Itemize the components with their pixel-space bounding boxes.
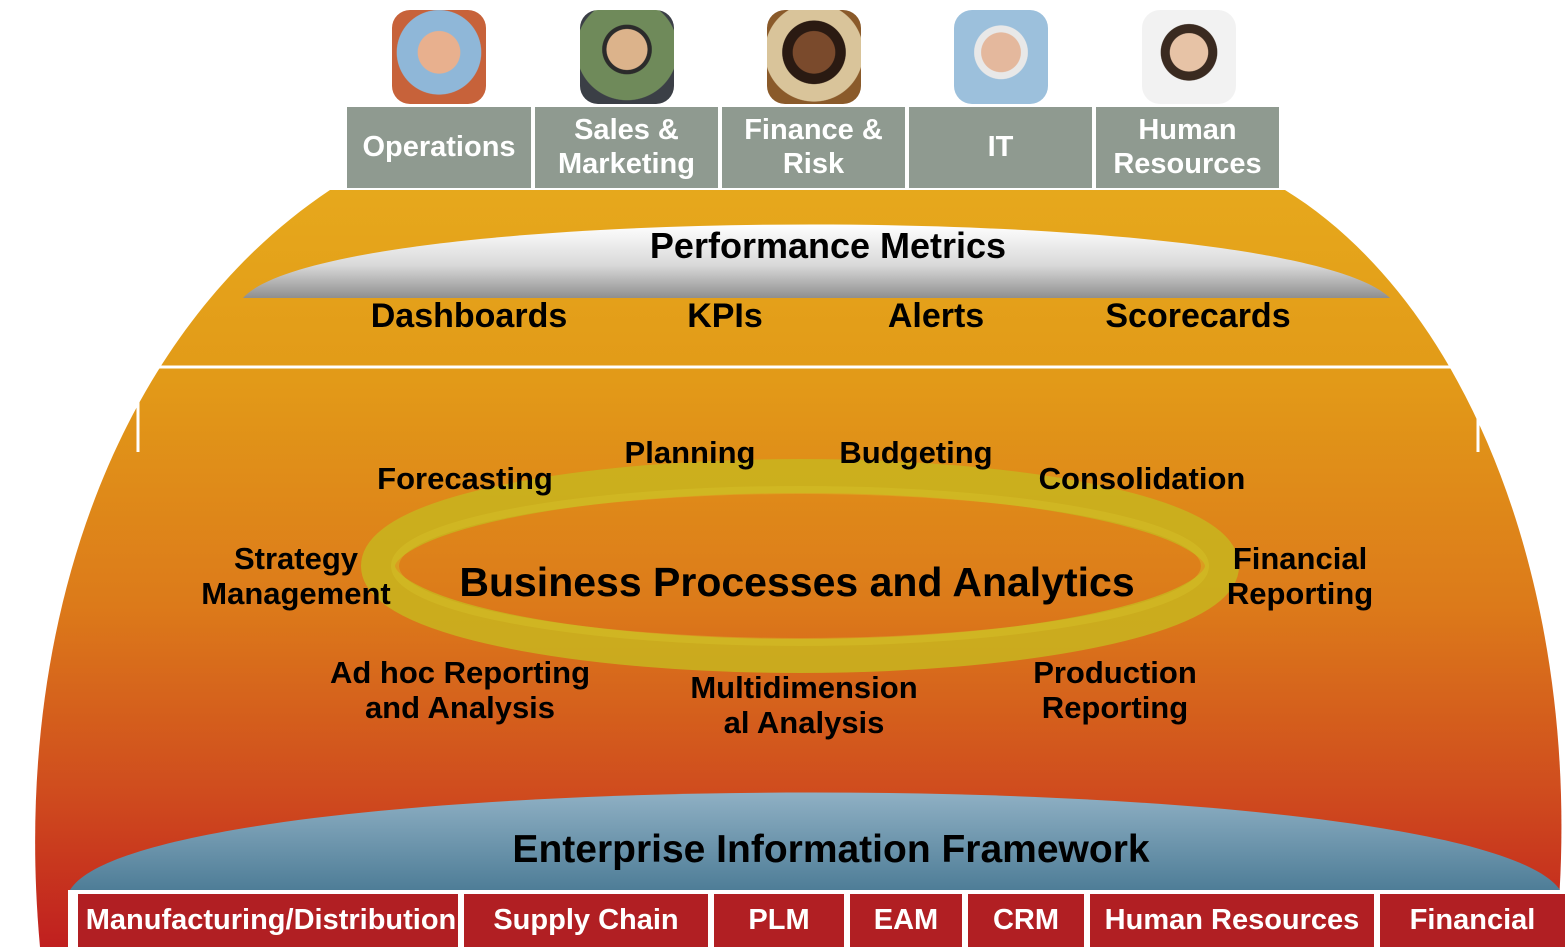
process-ring: [361, 459, 1239, 673]
system-crm: CRM: [968, 894, 1084, 947]
role-operations: Operations: [347, 107, 531, 188]
system-supply-chain: Supply Chain: [464, 894, 708, 947]
process-bracket: [136, 365, 1480, 452]
role-sales-marketing: Sales & Marketing: [535, 107, 718, 188]
framework-banner: [70, 792, 1560, 890]
system-manufacturing-distribution: Manufacturing/Distribution: [78, 894, 458, 947]
business-processes-title: Business Processes and Analytics: [459, 559, 1135, 605]
process-consolidation: Consolidation: [1038, 461, 1246, 496]
metric-scorecards: Scorecards: [1105, 297, 1291, 335]
system-human-resources: Human Resources: [1090, 894, 1374, 947]
system-financial: Financial: [1380, 894, 1565, 947]
performance-metrics-banner: [243, 224, 1390, 298]
metric-alerts: Alerts: [887, 297, 985, 335]
framework-title: Enterprise Information Framework: [512, 828, 1150, 871]
process-adhoc-reporting: Ad hoc Reporting and Analysis: [329, 655, 591, 725]
process-strategy-management: Strategy Management: [201, 541, 391, 611]
metric-kpis: KPIs: [687, 297, 763, 335]
dome-shape: [35, 190, 1562, 947]
hr-person-photo: [1142, 10, 1236, 104]
performance-metrics-title: Performance Metrics: [649, 225, 1007, 266]
process-financial-reporting: Financial Reporting: [1226, 541, 1374, 611]
finance-person-photo: [767, 10, 861, 104]
role-finance-risk: Finance & Risk: [722, 107, 905, 188]
it-person-photo: [954, 10, 1048, 104]
process-multidimensional-analysis: Multidimension al Analysis: [690, 670, 918, 740]
process-forecasting: Forecasting: [377, 461, 553, 496]
system-eam: EAM: [850, 894, 962, 947]
process-planning: Planning: [624, 435, 756, 470]
process-production-reporting: Production Reporting: [1033, 655, 1197, 725]
process-budgeting: Budgeting: [839, 435, 993, 470]
operations-person-photo: [392, 10, 486, 104]
role-human-resources: Human Resources: [1096, 107, 1279, 188]
role-it: IT: [909, 107, 1092, 188]
metric-dashboards: Dashboards: [370, 297, 568, 335]
sales-person-photo: [580, 10, 674, 104]
system-plm: PLM: [714, 894, 844, 947]
